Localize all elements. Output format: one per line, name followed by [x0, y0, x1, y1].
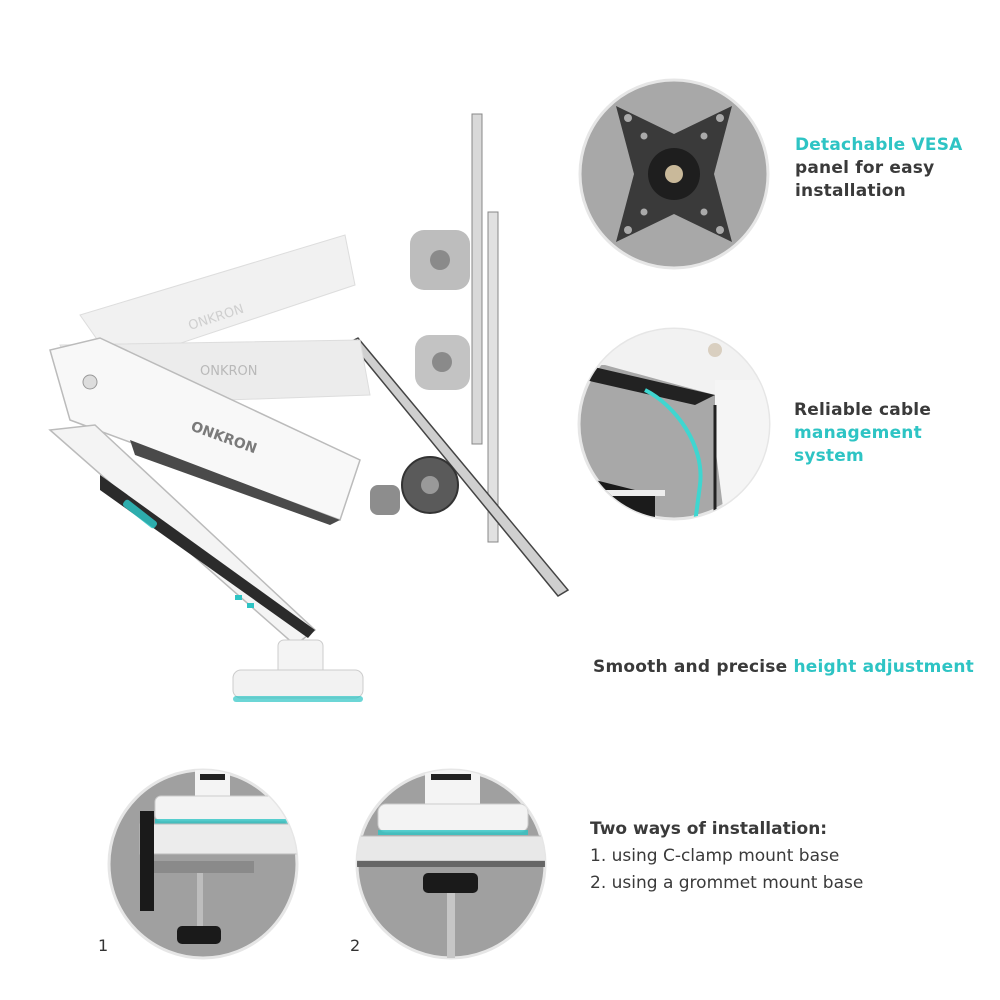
feature-cable-accent2: system [794, 446, 864, 466]
led-dot-2 [247, 603, 254, 608]
base-plate [232, 669, 364, 699]
feature-vesa: Detachable VESA panel for easy installat… [795, 134, 995, 203]
feature-vesa-line2: installation [795, 181, 906, 201]
cable-icon [644, 388, 703, 519]
feature-height-accent: height adjustment [793, 657, 974, 677]
led-strip-arm [122, 499, 158, 529]
led-dot-1 [235, 595, 242, 600]
grommet-circle [355, 768, 547, 960]
monitor-middle-panel [487, 211, 499, 543]
arm-lower-edge [100, 475, 315, 638]
feature-height: Smooth and precise height adjustment [593, 656, 974, 679]
installation-option-2: 2. using a grommet mount base [590, 873, 864, 893]
feature-vesa-line1: panel for easy [795, 158, 935, 178]
install-label-2: 2 [350, 936, 361, 955]
c-clamp-circle [107, 768, 299, 960]
feature-vesa-accent: Detachable VESA [795, 135, 963, 155]
installation-title: Two ways of installation: [590, 819, 828, 839]
installation-info: Two ways of installation: 1. using C-cla… [590, 816, 863, 897]
cable-management-circle [577, 327, 771, 521]
monitor-arm-illustration: ONKRON ONKRON ONKRON [48, 113, 570, 702]
vesa-panel-circle [578, 78, 770, 270]
monitor-front-panel [348, 337, 570, 597]
feature-cable-accent1: management [794, 423, 922, 443]
feature-height-text: Smooth and precise [593, 657, 794, 677]
installation-option-1: 1. using C-clamp mount base [590, 846, 840, 866]
arm-joint-cap [82, 374, 98, 390]
install-label-1: 1 [98, 936, 109, 955]
arm-front [49, 337, 361, 521]
monitor-back-panel [471, 113, 483, 445]
arm-front-underside [130, 440, 340, 525]
arm-middle-logo: ONKRON [200, 364, 257, 379]
base-led [233, 696, 363, 702]
c-clamp-icon [140, 811, 154, 911]
feature-cable: Reliable cable management system [794, 399, 994, 468]
feature-cable-line1: Reliable cable [794, 400, 932, 420]
grommet-knob-icon [423, 873, 478, 893]
